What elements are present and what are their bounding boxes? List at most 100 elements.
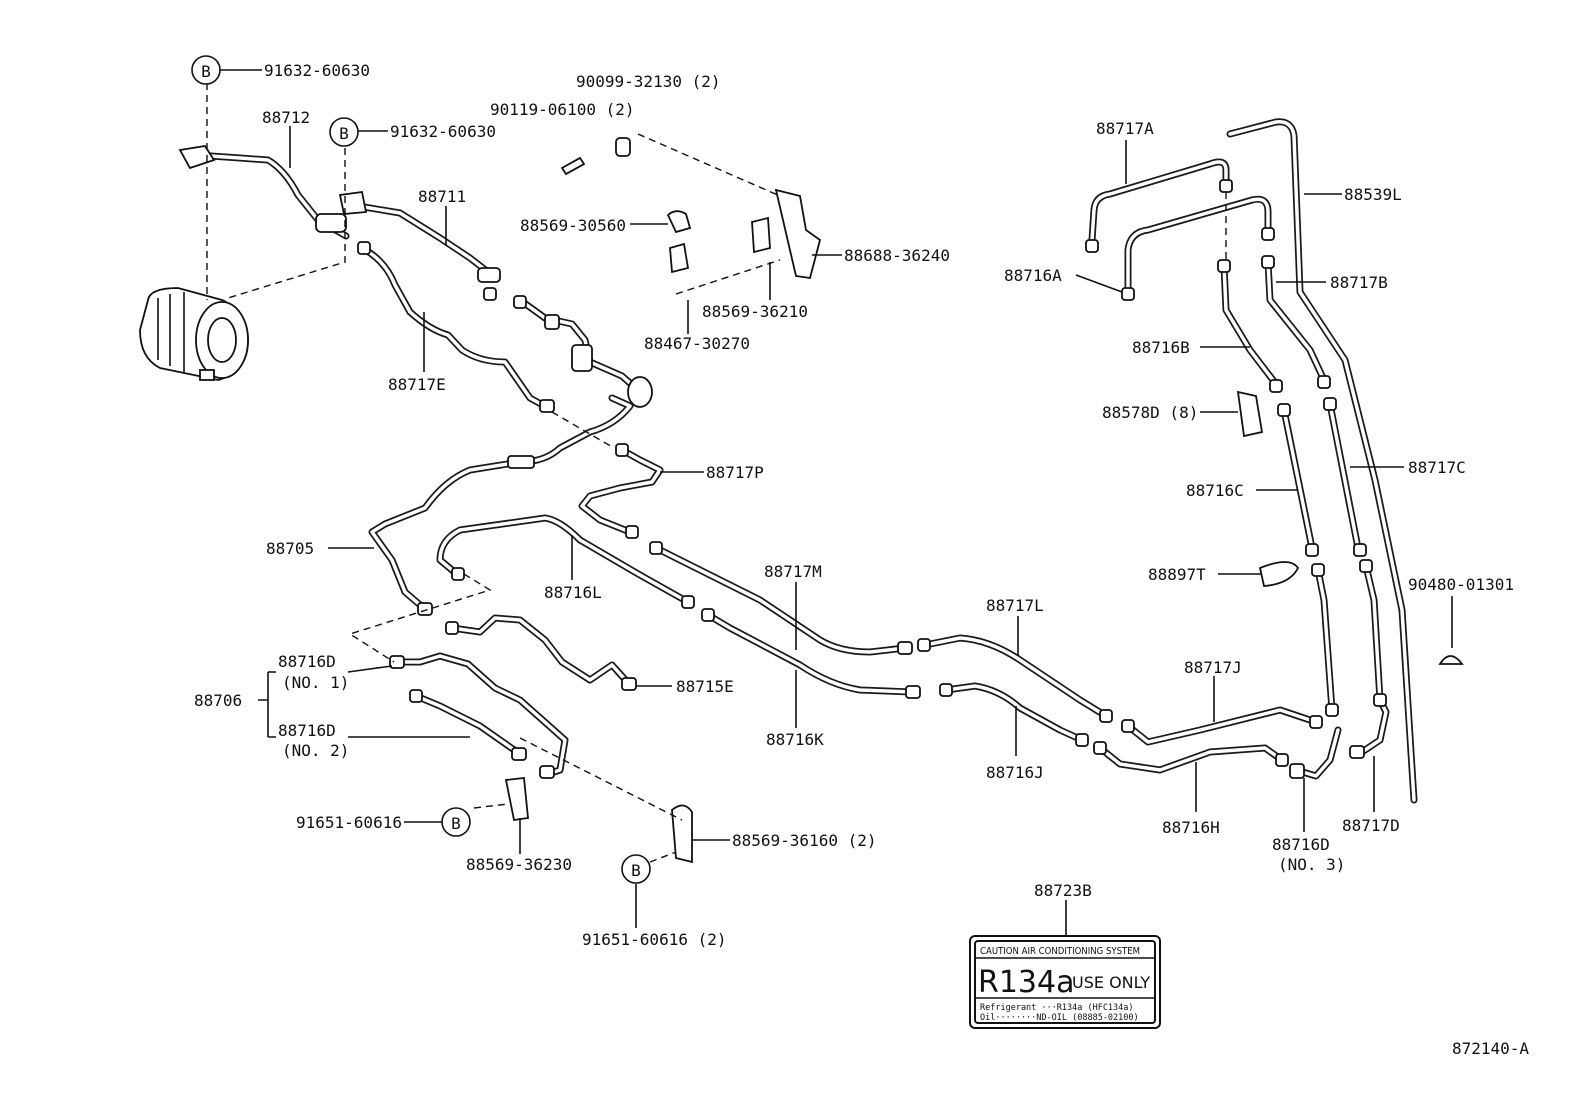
label-88716B: 88716B	[1132, 338, 1190, 357]
label-88717D: 88717D	[1342, 816, 1400, 835]
label-88717C: 88717C	[1408, 458, 1466, 477]
label-88569-36160: 88569-36160 (2)	[732, 831, 877, 850]
label-91632-60630-b: 91632-60630	[390, 122, 496, 141]
label-91651-60616-b: 91651-60616 (2)	[582, 930, 727, 949]
pipe-88705	[368, 394, 634, 616]
label-88723B: 88723B	[1034, 881, 1092, 900]
label-88569-36210: 88569-36210	[702, 302, 808, 321]
pipe-88716A	[1121, 195, 1275, 301]
pipe-88717A	[1085, 158, 1233, 253]
label-88539L: 88539L	[1344, 185, 1402, 204]
pipe-88717E	[357, 241, 555, 413]
pipe-88716D-no3	[1289, 726, 1342, 780]
pipe-88717C	[1323, 397, 1367, 557]
caution-oil-line: Oil········ND-OIL (08885-02100)	[980, 1013, 1139, 1023]
label-88716L: 88716L	[544, 583, 602, 602]
callout-b-letter: B	[201, 62, 211, 81]
callout-b-letter: B	[451, 814, 461, 833]
receiver-and-pipe	[513, 295, 653, 408]
pipe-88712	[178, 145, 350, 240]
label-88711: 88711	[418, 187, 466, 206]
label-90480-01301: 90480-01301	[1408, 575, 1514, 594]
label-88716D-no1: 88716D	[278, 652, 336, 671]
label-88717A: 88717A	[1096, 119, 1154, 138]
part-88569-30560	[666, 210, 692, 234]
label-88716K: 88716K	[766, 730, 824, 749]
label-88569-36230: 88569-36230	[466, 855, 572, 874]
part-90480-01301	[1438, 655, 1464, 665]
pipe-88716D-no1	[389, 652, 569, 779]
label-90099-32130: 90099-32130 (2)	[576, 72, 721, 91]
pipe-88539L	[1226, 118, 1418, 804]
callout-b-1: B	[191, 55, 221, 85]
label-88716D-no3-note: (NO. 3)	[1278, 855, 1345, 874]
label-88716A: 88716A	[1004, 266, 1062, 285]
part-88569-36210	[751, 216, 771, 254]
label-88715E: 88715E	[676, 677, 734, 696]
part-88569-36230	[504, 777, 529, 822]
label-88569-30560: 88569-30560	[520, 216, 626, 235]
label-88578D: 88578D (8)	[1102, 403, 1198, 422]
pipe-88711	[338, 190, 501, 301]
label-90119-06100: 90119-06100 (2)	[490, 100, 635, 119]
label-88717L: 88717L	[986, 596, 1044, 615]
part-88569-36160	[671, 804, 693, 864]
pipe-88717J	[1121, 706, 1323, 746]
label-91632-60630-a: 91632-60630	[264, 61, 370, 80]
callout-b-2: B	[329, 117, 359, 147]
pipe-88717M	[649, 541, 913, 656]
pipe-88715E	[445, 614, 637, 691]
label-88716H: 88716H	[1162, 818, 1220, 837]
label-88716J: 88716J	[986, 763, 1044, 782]
part-90119-06100	[560, 156, 586, 176]
pipe-88716D-no2	[409, 689, 527, 761]
callout-b-3: B	[441, 807, 471, 837]
label-88688-36240: 88688-36240	[844, 246, 950, 265]
part-90099-32130	[615, 137, 631, 157]
caution-refrigerant-line: Refrigerant ···R134a (HFC134a)	[980, 1003, 1134, 1013]
part-88578D	[1236, 390, 1264, 438]
part-88897T	[1258, 561, 1300, 587]
assembly-dashed-lines	[206, 83, 1227, 863]
pipe-lower-right-a	[1311, 563, 1339, 717]
caution-use-only: USE ONLY	[1072, 973, 1150, 992]
pipe-88716J	[939, 682, 1089, 747]
label-88716D-no3: 88716D	[1272, 835, 1330, 854]
pipe-88716K	[701, 608, 921, 699]
pipe-88716B	[1217, 259, 1283, 393]
pipe-88717D	[1349, 559, 1390, 759]
label-88712: 88712	[262, 108, 310, 127]
callout-b-letter: B	[631, 861, 641, 880]
label-88716D-no2: 88716D	[278, 721, 336, 740]
label-88705: 88705	[266, 539, 314, 558]
leader-lines	[220, 69, 1453, 936]
pipe-88717L	[917, 634, 1113, 723]
label-88717J: 88717J	[1184, 658, 1242, 677]
part-labels: 91632-60630 88712 91632-60630 88711 9011…	[194, 61, 1529, 1058]
label-88717B: 88717B	[1330, 273, 1388, 292]
caution-r134a: R134a	[978, 965, 1075, 1000]
label-88716C: 88716C	[1186, 481, 1244, 500]
caution-label-88723B: CAUTION AIR CONDITIONING SYSTEM R134a US…	[969, 935, 1161, 1029]
callout-b-4: B	[621, 854, 651, 884]
part-88688-36240	[774, 188, 822, 280]
pipe-88717B	[1261, 255, 1331, 389]
label-88717M: 88717M	[764, 562, 822, 581]
caution-header: CAUTION AIR CONDITIONING SYSTEM	[980, 946, 1140, 957]
part-88467-30270	[669, 242, 690, 274]
label-91651-60616-a: 91651-60616	[296, 813, 402, 832]
callout-b-letter: B	[339, 124, 349, 143]
figure-id: 872140-A	[1452, 1039, 1529, 1058]
label-88716D-no2-note: (NO. 2)	[282, 741, 349, 760]
label-88716D-no1-note: (NO. 1)	[282, 673, 349, 692]
label-88467-30270: 88467-30270	[644, 334, 750, 353]
pipe-88716H	[1093, 741, 1289, 774]
label-88717P: 88717P	[706, 463, 764, 482]
pipe-88716C	[1277, 403, 1319, 557]
label-88717E: 88717E	[388, 375, 446, 394]
label-88897T: 88897T	[1148, 565, 1206, 584]
pipe-88717P	[578, 443, 664, 539]
compressor-drawing	[139, 287, 249, 381]
label-88706: 88706	[194, 691, 242, 710]
